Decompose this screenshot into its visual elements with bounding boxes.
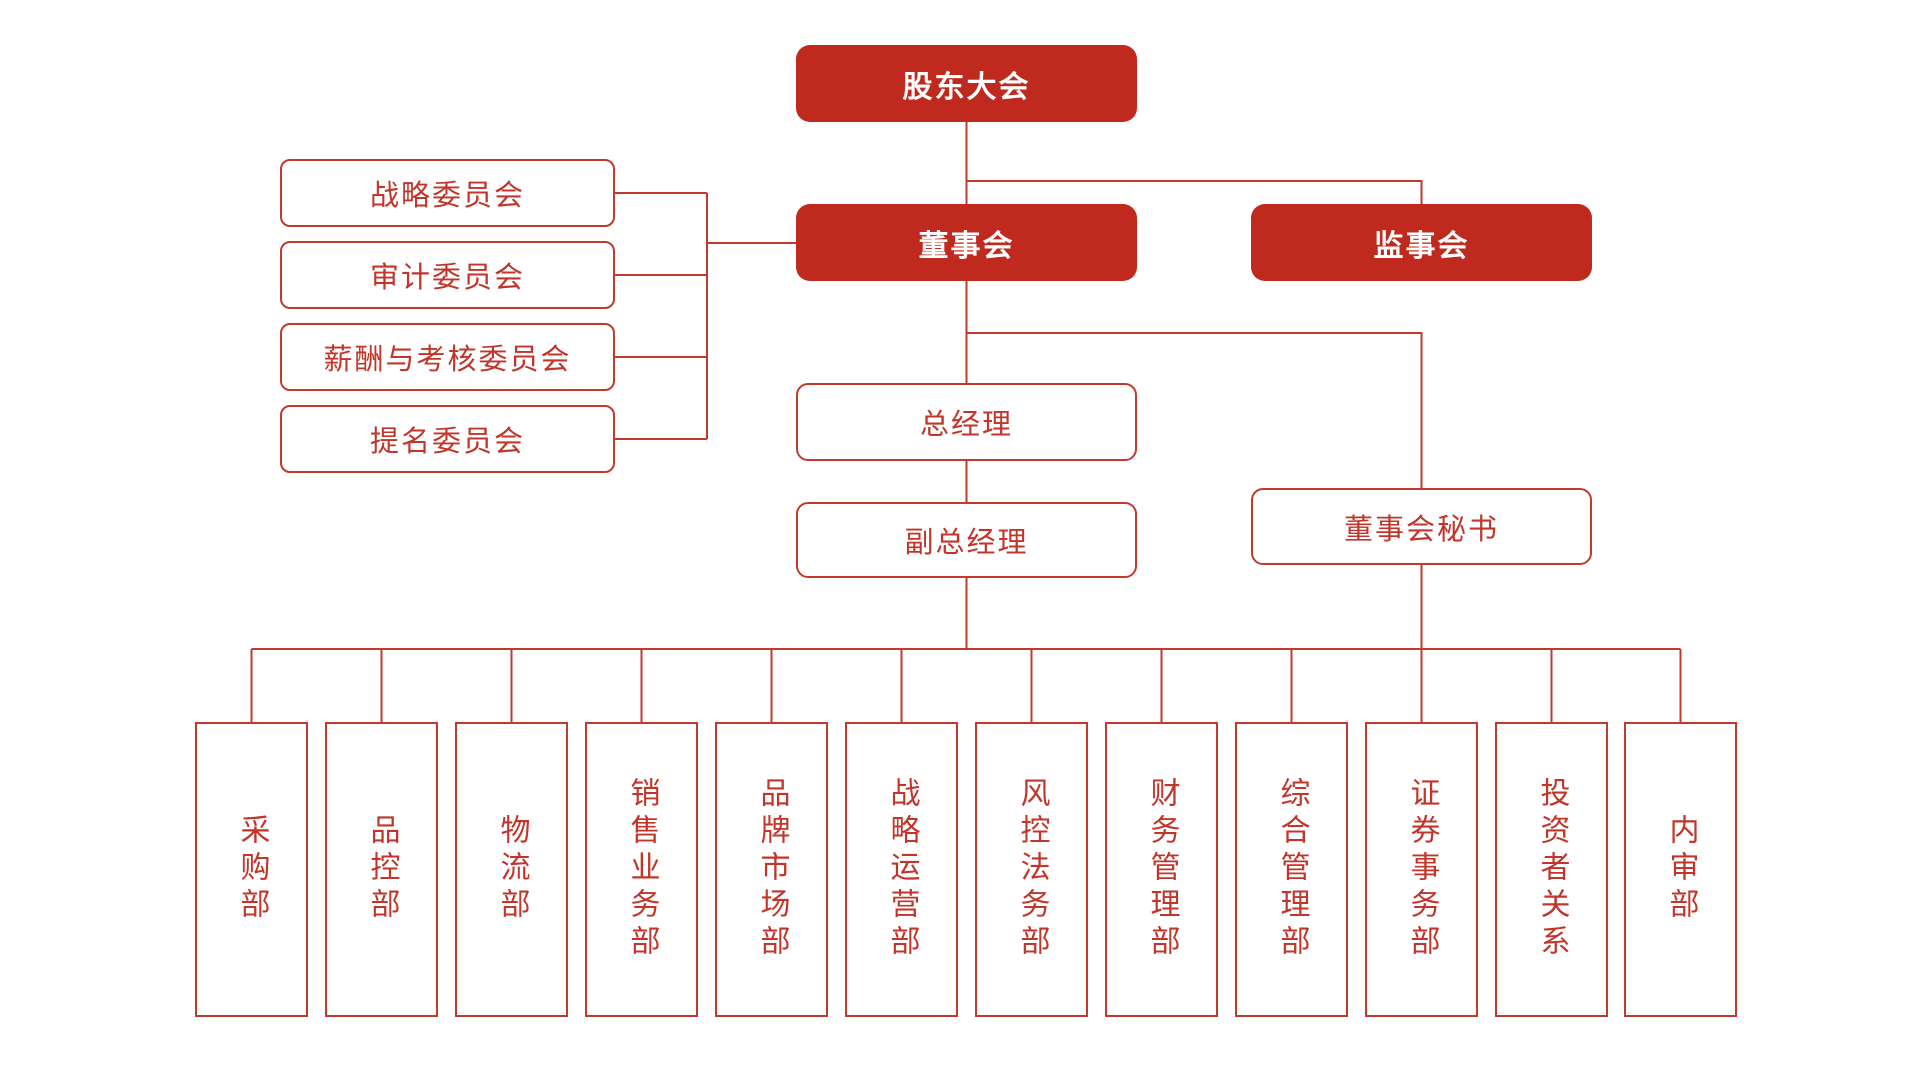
node-dept-logistics: 物流部: [455, 722, 568, 1017]
node-committee-nomination: 提名委员会: [280, 405, 615, 473]
node-dept-brand-marketing: 品牌市场部: [715, 722, 828, 1017]
dept-label: 证券事务部: [1405, 777, 1439, 962]
node-dept-general-management: 综合管理部: [1235, 722, 1348, 1017]
connector-management-to-departments: [250, 565, 1682, 722]
node-committee-strategy: 战略委员会: [280, 159, 615, 227]
node-general-manager: 总经理: [796, 383, 1137, 461]
node-committee-remuneration-assessment: 薪酬与考核委员会: [280, 323, 615, 391]
node-deputy-general-manager: 副总经理: [796, 502, 1137, 578]
node-dept-securities-affairs: 证券事务部: [1365, 722, 1478, 1017]
node-dept-investor-relations: 投资者关系: [1495, 722, 1608, 1017]
node-board-of-directors: 董事会: [796, 204, 1137, 281]
dept-label: 财务管理部: [1145, 777, 1179, 962]
dept-label: 品控部: [365, 814, 399, 925]
dept-label: 内审部: [1664, 814, 1698, 925]
connector-root-to-boards: [965, 122, 1423, 204]
dept-label: 综合管理部: [1275, 777, 1309, 962]
connector-committees: [615, 192, 796, 440]
dept-label: 销售业务部: [625, 777, 659, 962]
dept-label: 品牌市场部: [755, 777, 789, 962]
node-committee-audit: 审计委员会: [280, 241, 615, 309]
node-board-secretary: 董事会秘书: [1251, 488, 1592, 565]
connector-board-to-management: [965, 281, 1423, 502]
node-dept-quality-control: 品控部: [325, 722, 438, 1017]
node-dept-internal-audit: 内审部: [1624, 722, 1737, 1017]
node-dept-procurement: 采购部: [195, 722, 308, 1017]
dept-label: 采购部: [235, 814, 269, 925]
node-supervisory-board: 监事会: [1251, 204, 1592, 281]
node-dept-sales-business: 销售业务部: [585, 722, 698, 1017]
dept-label: 投资者关系: [1535, 777, 1569, 962]
dept-label: 风控法务部: [1015, 777, 1049, 962]
node-dept-finance-management: 财务管理部: [1105, 722, 1218, 1017]
node-dept-strategy-operations: 战略运营部: [845, 722, 958, 1017]
node-shareholders-meeting: 股东大会: [796, 45, 1137, 122]
node-dept-risk-legal: 风控法务部: [975, 722, 1088, 1017]
dept-label: 物流部: [495, 814, 529, 925]
dept-label: 战略运营部: [885, 777, 919, 962]
